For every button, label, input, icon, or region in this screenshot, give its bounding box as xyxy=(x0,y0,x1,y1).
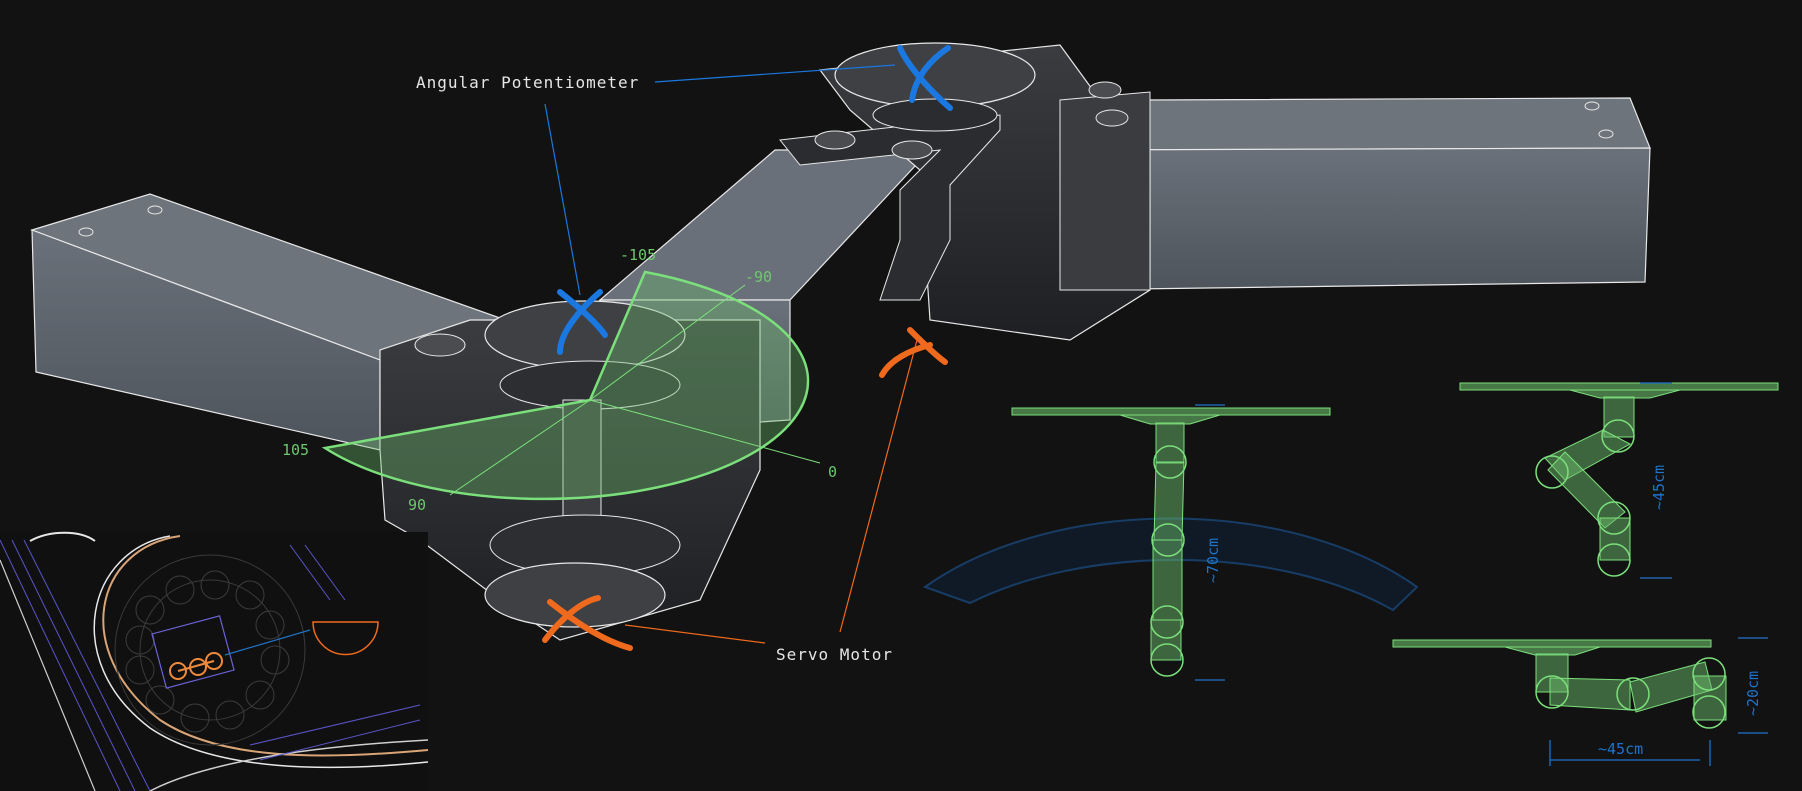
dim-label-45cm-width: ~45cm xyxy=(1598,740,1643,758)
top-view-inset xyxy=(0,531,429,791)
angle-label-neg105: -105 xyxy=(620,246,656,264)
reach-diagram-compact xyxy=(1392,637,1768,766)
reach-diagram-folded xyxy=(1459,382,1779,579)
left-arm-segment xyxy=(30,193,502,451)
dim-label-20cm: ~20cm xyxy=(1744,671,1762,716)
lower-joint-bracket xyxy=(379,300,761,641)
angle-label-neg90: -90 xyxy=(745,268,772,286)
servo-marker-bottom xyxy=(542,595,633,651)
potentiometer-marker-top xyxy=(897,45,953,111)
rotation-range-arc xyxy=(321,270,821,501)
angle-label-105: 105 xyxy=(282,441,309,459)
annotation-leaders xyxy=(544,64,918,644)
servo-motor-label: Servo Motor xyxy=(776,645,893,664)
reach-diagram-extended xyxy=(922,404,1419,681)
angle-label-0: 0 xyxy=(828,463,837,481)
dim-label-45cm-folded: ~45cm xyxy=(1650,465,1668,510)
upper-joint-bracket xyxy=(779,42,1151,341)
angle-label-90: 90 xyxy=(408,496,426,514)
potentiometer-label: Angular Potentiometer xyxy=(416,73,639,92)
potentiometer-marker-joint xyxy=(557,289,608,355)
servo-marker-top xyxy=(879,327,948,378)
dim-label-70cm: ~70cm xyxy=(1204,538,1222,583)
